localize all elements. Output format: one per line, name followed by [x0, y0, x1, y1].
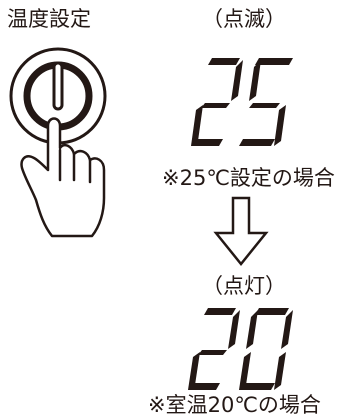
pointing-hand-icon	[20, 117, 106, 238]
digit-2-bottom	[188, 308, 240, 390]
bottom-display-note: ※室温20℃の場合	[148, 393, 321, 417]
digit-5-top	[239, 58, 293, 146]
digit-0-bottom	[239, 308, 293, 390]
bottom-display-status: （点灯）	[202, 274, 286, 298]
digit-2-top	[191, 58, 243, 146]
bottom-seven-segment-display	[188, 308, 293, 390]
top-display-status: （点滅）	[202, 7, 286, 31]
top-seven-segment-display	[191, 58, 293, 146]
down-arrow-icon	[213, 196, 269, 266]
top-display-note: ※25℃設定の場合	[162, 166, 335, 190]
knob-label: 温度設定	[7, 7, 91, 31]
